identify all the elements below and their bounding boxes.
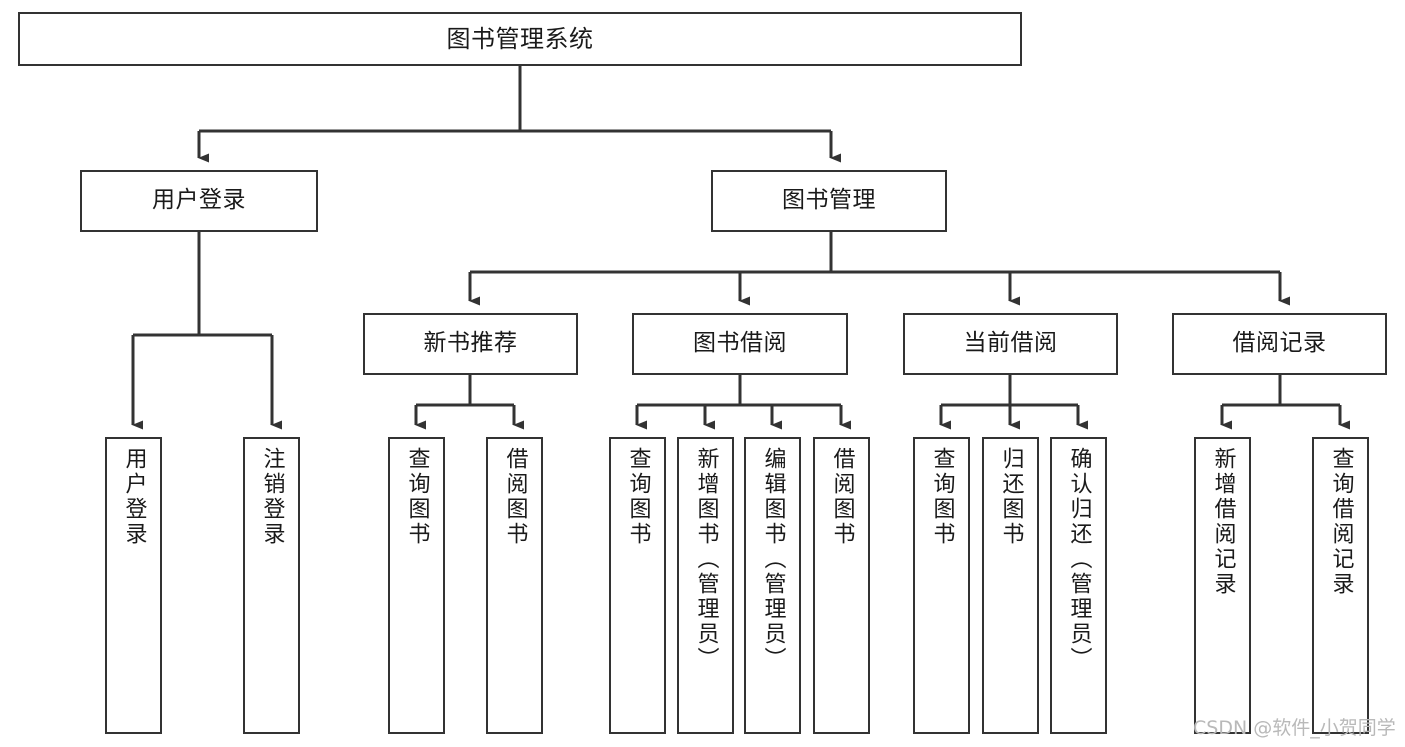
node-leaf-logout-label: 注销登录 [259,447,285,547]
node-leaf-query-book-1-label: 查询图书 [404,447,430,547]
node-new-book-recommend[interactable]: 新书推荐 [363,313,578,375]
node-book-borrow[interactable]: 图书借阅 [632,313,848,375]
node-leaf-confirm-return-label: 确认归还（管理员） [1066,447,1092,672]
node-book-borrow-label: 图书借阅 [693,330,787,357]
node-leaf-query-book-2[interactable]: 查询图书 [609,437,666,734]
node-leaf-logout[interactable]: 注销登录 [243,437,300,734]
node-leaf-borrow-book-1-label: 借阅图书 [502,447,528,547]
node-leaf-add-record-label: 新增借阅记录 [1210,447,1236,597]
node-user-login-label: 用户登录 [152,187,246,214]
node-leaf-add-book-label: 新增图书（管理员） [693,447,719,672]
node-current-borrow-label: 当前借阅 [963,330,1058,357]
node-leaf-query-record[interactable]: 查询借阅记录 [1312,437,1369,734]
node-leaf-add-record[interactable]: 新增借阅记录 [1194,437,1251,734]
node-leaf-edit-book-label: 编辑图书（管理员） [760,447,786,672]
node-leaf-return-book[interactable]: 归还图书 [982,437,1039,734]
node-leaf-query-book-2-label: 查询图书 [625,447,651,547]
node-leaf-user-login[interactable]: 用户登录 [105,437,162,734]
node-leaf-user-login-label: 用户登录 [121,447,147,547]
node-leaf-query-record-label: 查询借阅记录 [1328,447,1354,597]
node-leaf-add-book[interactable]: 新增图书（管理员） [677,437,734,734]
node-leaf-edit-book[interactable]: 编辑图书（管理员） [744,437,801,734]
node-leaf-borrow-book-1[interactable]: 借阅图书 [486,437,543,734]
node-book-manage[interactable]: 图书管理 [711,170,947,232]
node-borrow-record-label: 借阅记录 [1232,330,1327,357]
node-leaf-return-book-label: 归还图书 [998,447,1024,547]
node-leaf-query-book-3[interactable]: 查询图书 [913,437,970,734]
node-leaf-confirm-return[interactable]: 确认归还（管理员） [1050,437,1107,734]
node-new-book-recommend-label: 新书推荐 [423,330,518,357]
node-root-label: 图书管理系统 [446,24,594,53]
node-leaf-query-book-3-label: 查询图书 [929,447,955,547]
node-book-manage-label: 图书管理 [782,187,876,214]
node-leaf-borrow-book-2-label: 借阅图书 [829,447,855,547]
node-user-login[interactable]: 用户登录 [80,170,318,232]
csdn-watermark: CSDN @软件_小贺同学 [1193,717,1396,739]
node-current-borrow[interactable]: 当前借阅 [903,313,1118,375]
node-leaf-borrow-book-2[interactable]: 借阅图书 [813,437,870,734]
node-leaf-query-book-1[interactable]: 查询图书 [388,437,445,734]
node-root[interactable]: 图书管理系统 [18,12,1022,66]
node-borrow-record[interactable]: 借阅记录 [1172,313,1387,375]
